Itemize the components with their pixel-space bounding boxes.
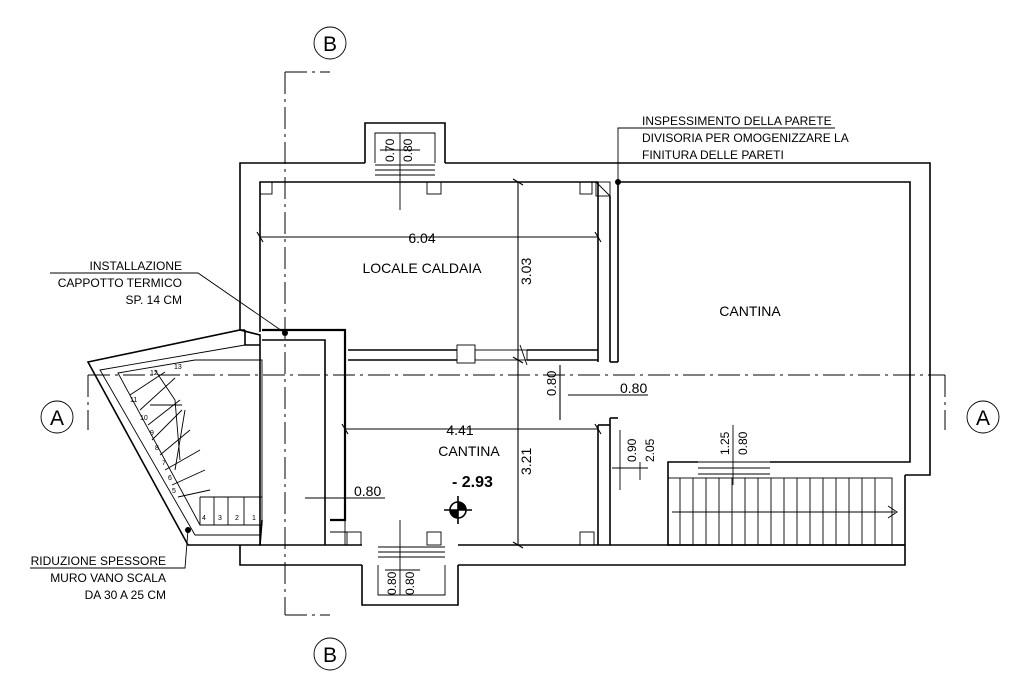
dim-door-0-80-mid-vertical: 0.80	[544, 371, 559, 396]
stair-step-9: 9	[150, 430, 154, 437]
note-cappotto-line-1: INSTALLAZIONE	[90, 259, 182, 273]
stair-step-11: 11	[130, 397, 137, 404]
door-cantina-right: 0.90 2.05	[612, 430, 657, 490]
interior-walls	[244, 182, 619, 545]
stair-step-7: 7	[162, 460, 166, 467]
dim-door-0-80-mid-horizontal: 0.80	[620, 380, 647, 396]
dim-door-0-90: 0.90	[625, 438, 639, 462]
stair-step-1: 1	[252, 515, 256, 522]
section-marker-a-right: A	[966, 400, 1000, 434]
stair-step-13: 13	[174, 364, 182, 371]
elevation-value: - 2.93	[452, 474, 493, 491]
stair-left: 1 2 3 4 5 6 7 8 9 10 11 12 13	[86, 329, 263, 546]
room-label-locale-caldaia: LOCALE CALDAIA	[362, 260, 482, 276]
section-label-a-left: A	[50, 407, 64, 430]
note-cappotto-line-3: SP. 14 CM	[126, 293, 182, 307]
stair-right: 1.25 0.80	[667, 425, 898, 546]
section-label-b-bottom: B	[323, 644, 337, 667]
bottom-window-niche: 0.80 0.80	[361, 520, 459, 606]
note-cappotto-line-2: CAPPOTTO TERMICO	[58, 276, 182, 290]
note-inspessimento-line-1: INSPESSIMENTO DELLA PARETE	[642, 114, 832, 128]
note-inspessimento-line-2: DIVISORIA PER OMOGENIZZARE LA	[642, 131, 849, 145]
stair-step-2: 2	[235, 515, 239, 522]
top-window-niche: 0.70 0.80	[364, 122, 446, 210]
dim-window-0-80-right: 0.80	[736, 431, 750, 455]
stair-step-6: 6	[168, 475, 172, 482]
stair-step-12: 12	[150, 370, 158, 377]
room-label-cantina-small: CANTINA	[438, 443, 500, 459]
room-label-cantina-large: CANTINA	[719, 303, 781, 319]
note-riduzione-line-1: RIDUZIONE SPESSORE	[31, 554, 166, 568]
dim-bottom-window-0-80-a: 0.80	[385, 571, 399, 595]
dim-door-0-80-stair: 0.80	[354, 483, 381, 499]
dim-bottom-window-0-80-b: 0.80	[403, 571, 417, 595]
dim-window-1-25: 1.25	[718, 431, 732, 455]
note-riduzione-line-2: MURO VANO SCALA	[50, 571, 166, 585]
note-riduzione: RIDUZIONE SPESSORE MURO VANO SCALA DA 30…	[30, 527, 191, 602]
section-label-a-right: A	[976, 407, 990, 430]
stair-step-8: 8	[155, 445, 159, 452]
section-label-b-top: B	[323, 33, 337, 56]
section-marker-b-top: B	[313, 26, 347, 60]
note-riduzione-line-3: DA 30 A 25 CM	[85, 588, 166, 602]
note-inspessimento-line-3: FINITURA DELLE PARETI	[642, 148, 784, 162]
stair-step-5: 5	[172, 488, 176, 495]
stair-step-3: 3	[218, 515, 222, 522]
note-inspessimento: INSPESSIMENTO DELLA PARETE DIVISORIA PER…	[615, 114, 849, 185]
section-marker-a-left: A	[40, 400, 74, 434]
note-cappotto: INSTALLAZIONE CAPPOTTO TERMICO SP. 14 CM	[50, 259, 288, 336]
outer-walls	[239, 162, 931, 566]
dim-top-window-0-70: 0.70	[383, 138, 397, 162]
dim-door-2-05: 2.05	[643, 438, 657, 462]
elevation-marker: - 2.93	[444, 474, 493, 524]
dim-top-window-0-80: 0.80	[401, 138, 415, 162]
dim-width-6-04: 6.04	[408, 230, 435, 246]
section-marker-b-bottom: B	[313, 637, 347, 671]
dim-height-3-03: 3.03	[518, 258, 534, 285]
stair-step-10: 10	[140, 415, 148, 422]
dimension-lines: 6.04 3.03 4.41 3.21 0.80 0.80 0.80	[256, 178, 648, 549]
stair-step-4: 4	[202, 515, 206, 522]
dim-height-3-21: 3.21	[518, 448, 534, 475]
section-axes	[87, 71, 946, 616]
dim-width-4-41: 4.41	[446, 422, 473, 438]
